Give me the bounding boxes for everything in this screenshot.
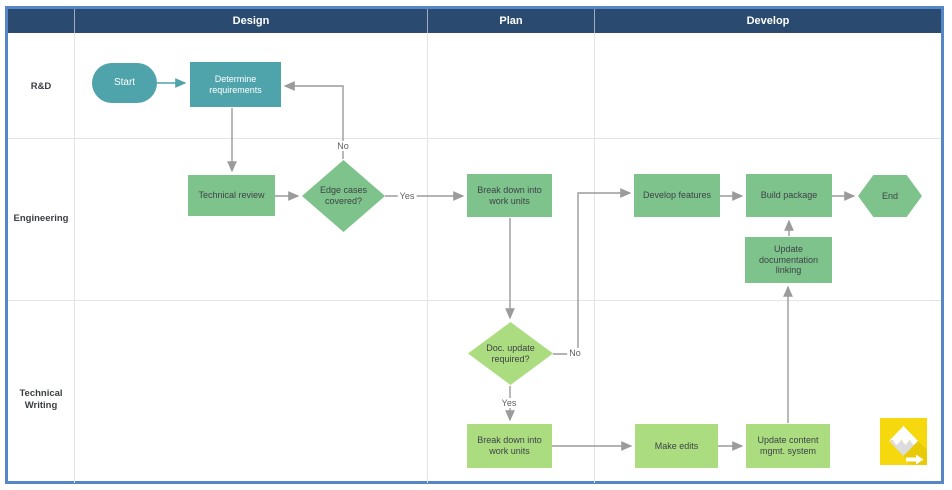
node-build-package[interactable]: Build package	[746, 174, 832, 217]
node-label: Break down into work units	[477, 184, 542, 206]
phase-header-plan: Plan	[499, 15, 523, 27]
edge-label-yes: Yes	[397, 191, 417, 201]
node-label: Doc. update required?	[486, 342, 535, 364]
node-label: Develop features	[642, 190, 712, 201]
column-divider	[427, 33, 428, 483]
app-logo-icon[interactable]	[880, 418, 927, 465]
node-label: Build package	[760, 190, 818, 201]
column-divider	[594, 33, 595, 483]
node-start[interactable]: Start	[92, 63, 157, 103]
header-separator	[594, 9, 595, 33]
lane-divider	[8, 138, 941, 139]
node-determine-requirements[interactable]: Determine requirements	[190, 62, 281, 107]
column-divider	[74, 33, 75, 483]
node-update-documentation-linking[interactable]: Update documentation linking	[745, 237, 832, 283]
node-update-content-mgmt-system[interactable]: Update content mgmt. system	[746, 424, 830, 468]
node-label: Break down into work units	[477, 435, 542, 456]
lane-label-technical-writing: Technical Writing	[19, 388, 63, 411]
edge-label-yes: Yes	[499, 398, 519, 408]
lane-label-engineering: Engineering	[13, 213, 69, 224]
phase-header-develop: Develop	[746, 15, 790, 27]
node-label: Edge cases covered?	[319, 185, 368, 206]
node-label: Technical review	[198, 190, 265, 201]
edge-label-no: No	[567, 348, 583, 358]
phase-header-band	[8, 9, 941, 33]
edge-label-no: No	[335, 141, 351, 151]
lane-divider	[8, 300, 941, 301]
node-break-down-work-units-engineering[interactable]: Break down into work units	[467, 174, 552, 217]
node-develop-features[interactable]: Develop features	[634, 174, 720, 217]
node-label: End	[881, 190, 898, 201]
header-separator	[74, 9, 75, 33]
phase-header-design: Design	[232, 15, 270, 27]
node-label: Determine requirements	[209, 73, 262, 95]
lane-label-rnd: R&D	[30, 81, 52, 92]
header-separator	[427, 9, 428, 33]
node-label: Update documentation linking	[758, 243, 819, 276]
node-end[interactable]: End	[858, 175, 922, 217]
node-technical-review[interactable]: Technical review	[188, 175, 275, 216]
node-break-down-work-units-technical-writing[interactable]: Break down into work units	[467, 424, 552, 468]
node-label: Start	[113, 77, 136, 88]
node-label: Make edits	[654, 440, 699, 451]
node-make-edits[interactable]: Make edits	[635, 424, 718, 468]
node-label: Update content mgmt. system	[757, 435, 819, 456]
